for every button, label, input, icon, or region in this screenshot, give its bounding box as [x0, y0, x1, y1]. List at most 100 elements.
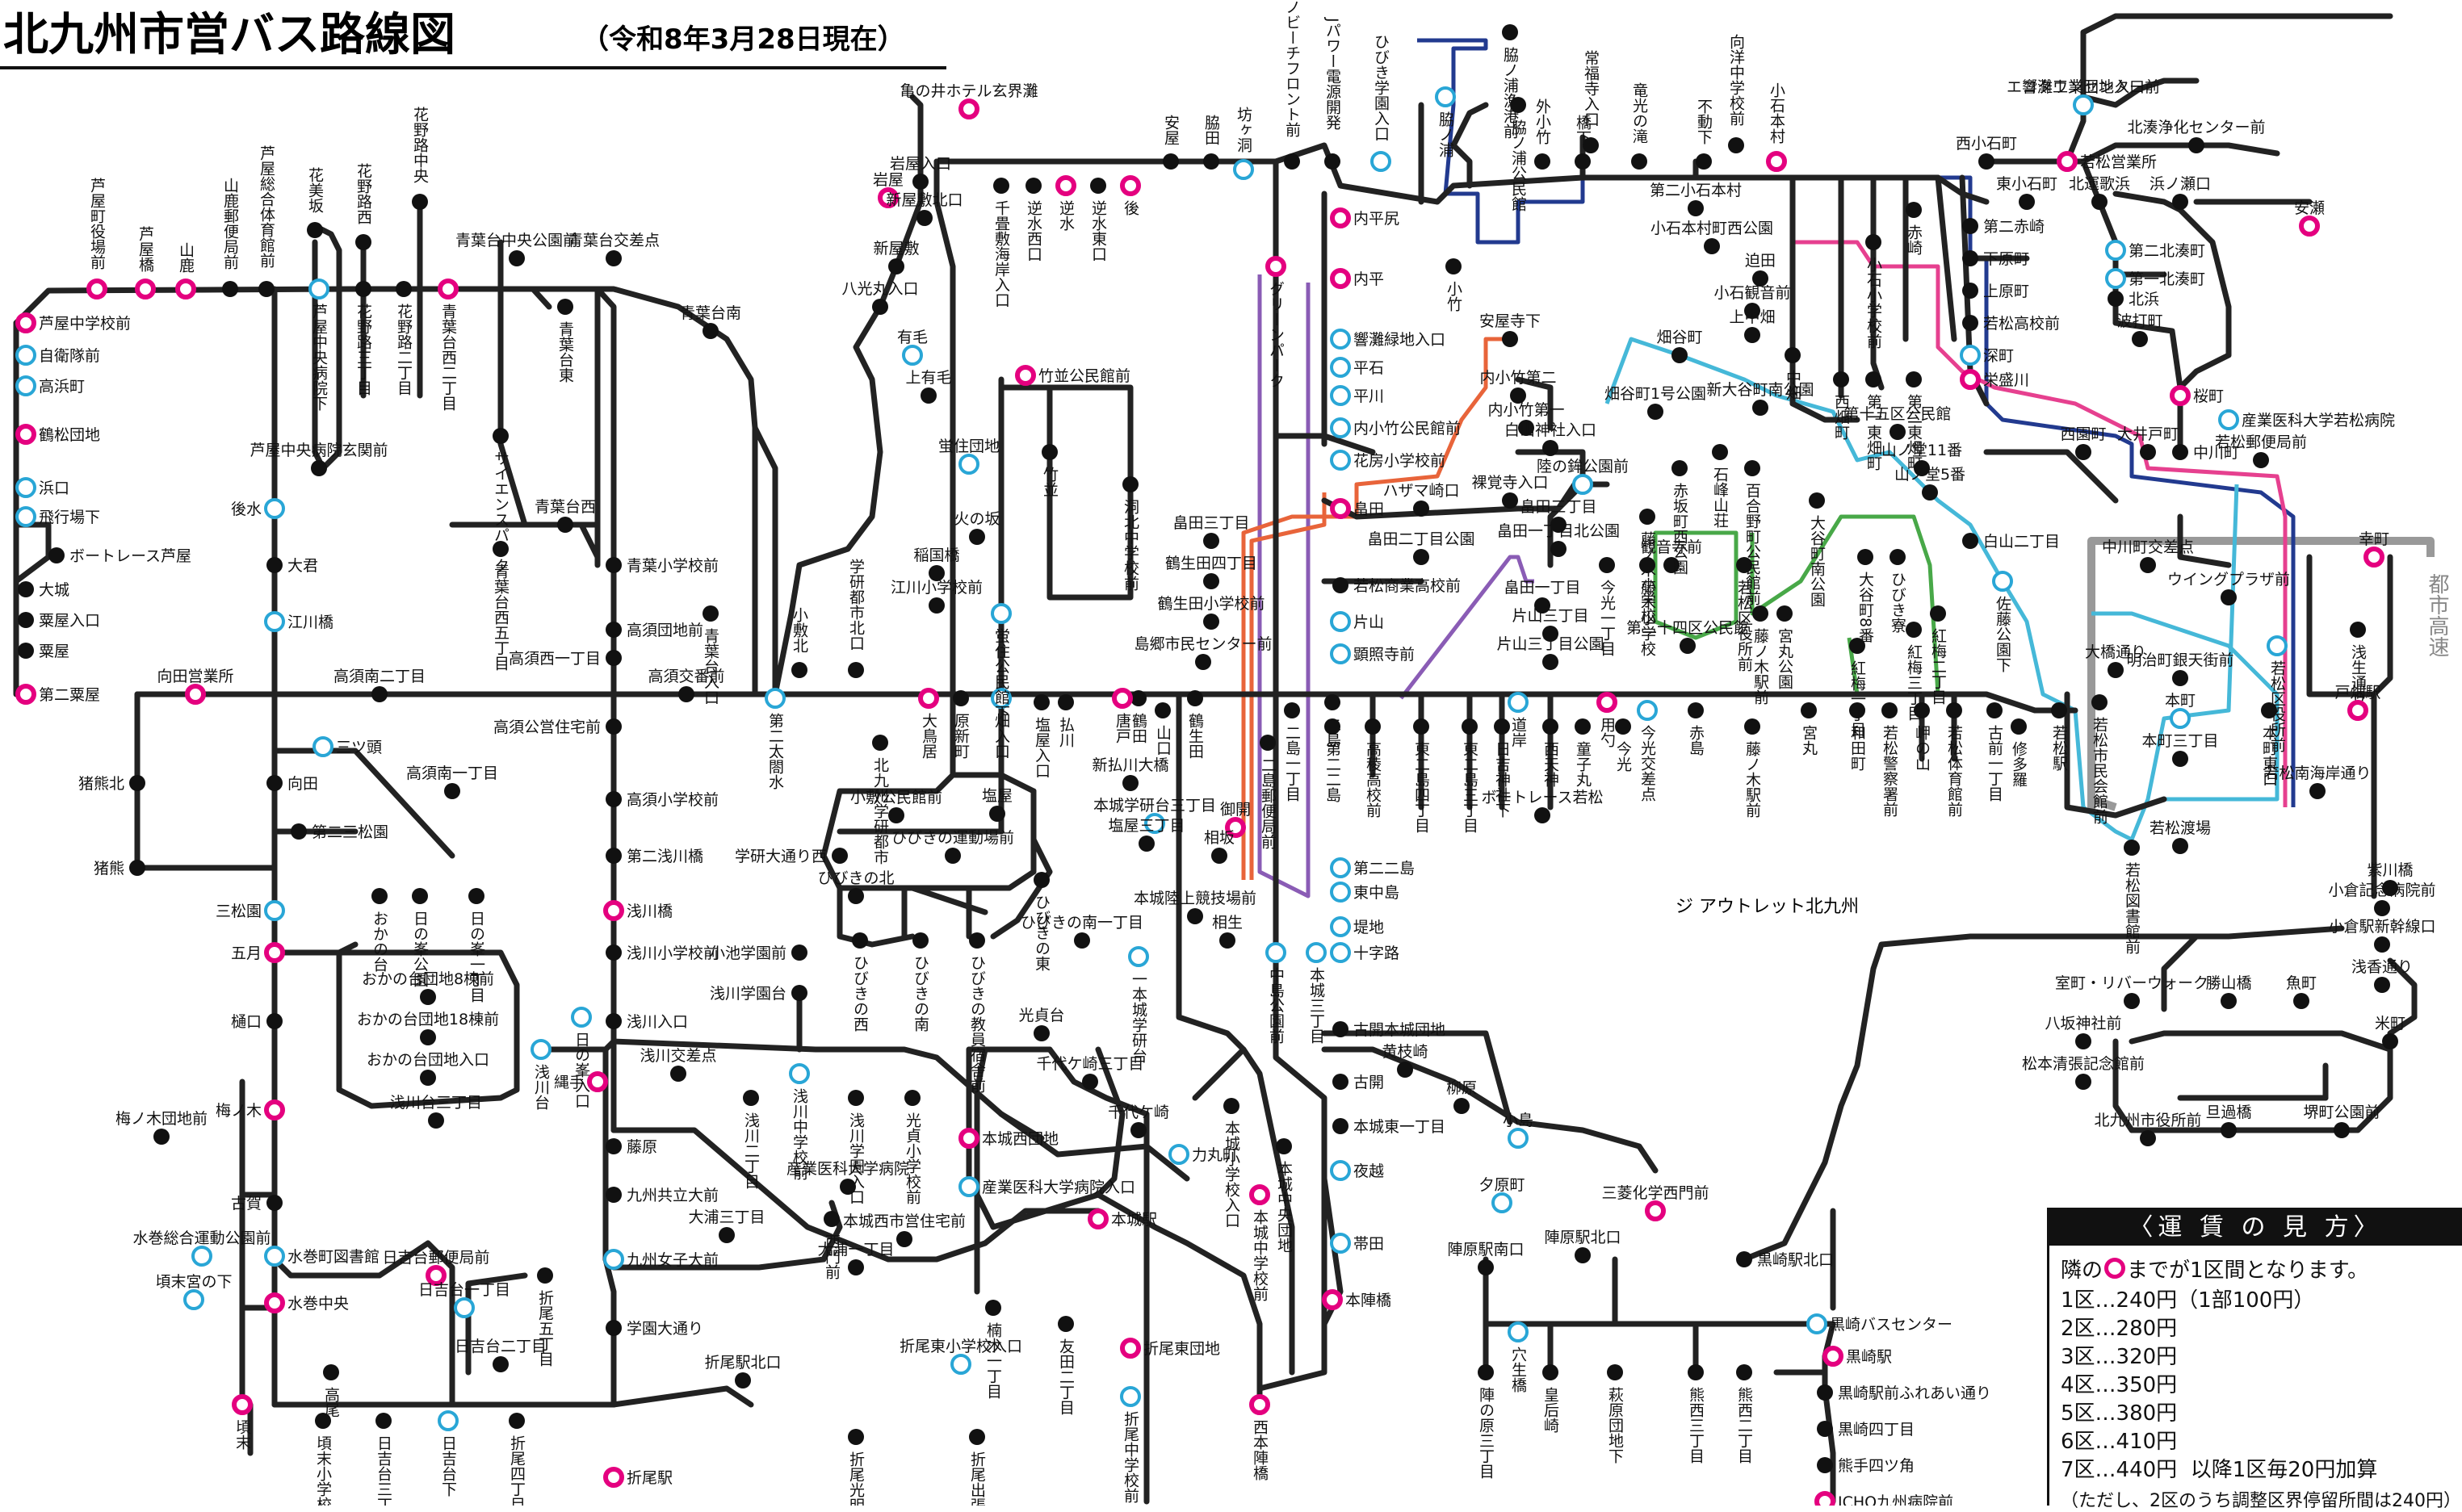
- stop-icon: [2108, 662, 2124, 678]
- bus-stop: 西本陣橋: [1249, 1394, 1270, 1481]
- stop-icon: [2019, 194, 2035, 210]
- fare-boundary-stop-icon: [1814, 1491, 1835, 1506]
- stop-icon: [1728, 137, 1744, 153]
- stop-icon: [791, 944, 807, 961]
- transfer-stop-icon: [1435, 86, 1456, 107]
- stop-label: 青葉台交差点: [568, 232, 660, 249]
- stop-icon: [2350, 622, 2366, 638]
- stop-label: グリーンパーク: [1267, 281, 1285, 388]
- bus-stop: 折尾光明: [847, 1429, 865, 1506]
- stop-label: 小島: [1503, 1112, 1533, 1129]
- bus-stop: 古開: [1332, 1074, 1384, 1091]
- bus-stop: 西園町: [2060, 425, 2107, 460]
- bus-stop: 平川: [1330, 385, 1384, 406]
- bus-stop: 第二粟屋: [15, 684, 100, 705]
- bus-stop: ボートレース若松: [1481, 789, 1604, 823]
- bus-stop: 黒崎駅前ふれあい通り: [1817, 1384, 1991, 1402]
- bus-stop: 相生: [1212, 914, 1243, 949]
- bus-stop: 皇后崎: [1541, 1364, 1559, 1433]
- stop-icon: [1284, 702, 1300, 718]
- stop-icon: [1688, 200, 1704, 216]
- stop-icon: [670, 1066, 686, 1082]
- stop-icon: [1332, 577, 1348, 593]
- bus-stop: 蛍住公民館下: [991, 603, 1012, 720]
- stop-label: 三菱化学西門前: [1601, 1184, 1709, 1202]
- bus-stop: JCHO九州病院前: [1814, 1491, 1953, 1506]
- fare-boundary-stop-icon: [2347, 700, 2368, 721]
- stop-label: 小石本村町西公園: [1650, 220, 1773, 237]
- stop-label: 黒崎駅: [1846, 1348, 1892, 1366]
- stop-label: 紅梅二丁目: [1929, 628, 1947, 705]
- stop-label: ひびきの北: [817, 869, 894, 887]
- bus-stop: 紅梅一丁目: [1848, 638, 1866, 737]
- outlet-label: ジ アウトレット北九州: [1676, 897, 1859, 917]
- stop-label: 第二北湊町: [2129, 242, 2205, 260]
- bus-stop: 浜口: [15, 477, 69, 498]
- stop-label: 顕照寺前: [1353, 646, 1415, 664]
- stop-icon: [18, 581, 34, 597]
- bus-stop: 洞北中学校前: [1122, 476, 1139, 591]
- stop-label: 若松商業高校前: [1353, 577, 1461, 595]
- stop-label: 外小竹: [1533, 98, 1551, 144]
- stop-label: 内平尻: [1353, 210, 1399, 228]
- stop-label: 若松図書館前: [2123, 862, 2141, 954]
- stop-icon: [468, 888, 484, 904]
- stop-label: 江川橋: [287, 614, 333, 631]
- stop-label: 深町: [1983, 347, 2014, 365]
- bus-stop: ヒビキノビーチフロント前: [1283, 0, 1301, 170]
- stop-label: 小敷北: [791, 607, 808, 653]
- bus-stop: 飛行場下: [15, 506, 100, 527]
- stop-icon: [375, 1413, 392, 1429]
- stop-label: 鶴松団地: [39, 426, 100, 444]
- stop-icon: [1542, 626, 1558, 642]
- bus-stop: 小竹: [1445, 258, 1462, 312]
- stop-icon: [444, 783, 460, 799]
- stop-icon: [428, 1112, 444, 1129]
- stop-label: 九州共立大前: [627, 1187, 719, 1204]
- bus-stop: 若松区役所前: [2267, 635, 2288, 752]
- stop-label: 高須公営住宅前: [493, 718, 601, 736]
- bus-stop: 芦屋橋: [135, 226, 156, 299]
- stop-icon: [2124, 993, 2140, 1009]
- stop-icon: [1599, 557, 1615, 573]
- stop-icon: [420, 1029, 436, 1045]
- bus-stop: 畑谷町1号公園: [1604, 385, 1706, 420]
- fare-extra: 以降1区毎20円加算: [2190, 1458, 2378, 1482]
- stop-label: 藤木小学校: [1638, 580, 1656, 656]
- bus-stop: 折尾出張所前: [968, 1429, 986, 1506]
- stop-icon: [2221, 993, 2237, 1009]
- stop-label: 松本清張記念館前: [2022, 1054, 2145, 1073]
- bus-stop: 陣の原三丁目: [1477, 1364, 1495, 1479]
- transfer-stop-icon: [15, 375, 36, 396]
- stop-icon: [509, 1413, 525, 1429]
- bus-stop: 本陣橋: [1322, 1289, 1391, 1310]
- bus-stop: 日吉台二丁目: [455, 1338, 547, 1372]
- stop-icon: [1785, 347, 1801, 363]
- stop-icon: [1881, 702, 1898, 718]
- fare-list: 1区…240円（1部100円） 2区…280円 3区…320円 4区…350円 …: [2049, 1287, 2462, 1485]
- stop-label: ひびき寮: [1889, 572, 1906, 634]
- stop-label: 花野路中央: [411, 107, 429, 183]
- bus-stop: 払川: [1057, 694, 1075, 748]
- stop-icon: [509, 250, 525, 266]
- bus-stop: グリーンパーク: [1265, 256, 1286, 388]
- bus-stop: 若松図書館前: [2123, 840, 2141, 954]
- bus-stop: 栄盛川: [1960, 369, 2029, 390]
- stop-label: 平石: [1353, 359, 1384, 377]
- stop-label: 折尾東団地: [1143, 1340, 1220, 1358]
- stop-label: 猪熊: [94, 860, 124, 877]
- bus-stop: 新屋敷: [873, 240, 920, 274]
- stop-label: 芦屋橋: [136, 226, 154, 273]
- bus-stop: 浅川学園入口: [847, 1090, 865, 1204]
- bus-stop: 安屋寺下: [1479, 312, 1541, 347]
- fare-note-prefix: 隣の: [2061, 1259, 2103, 1283]
- stop-label: 藤ノ木小学校: [1638, 531, 1656, 623]
- stop-icon: [2075, 444, 2091, 460]
- stop-icon: [1865, 371, 1881, 387]
- bus-stop: 向田営業所: [157, 668, 234, 705]
- stop-label: 千代ケ崎: [1108, 1104, 1169, 1121]
- stop-label: ひびき学園入口: [1372, 34, 1390, 141]
- stop-icon: [1332, 1118, 1348, 1134]
- bus-stop: 小島: [1503, 1112, 1533, 1149]
- transfer-stop-icon: [15, 506, 36, 527]
